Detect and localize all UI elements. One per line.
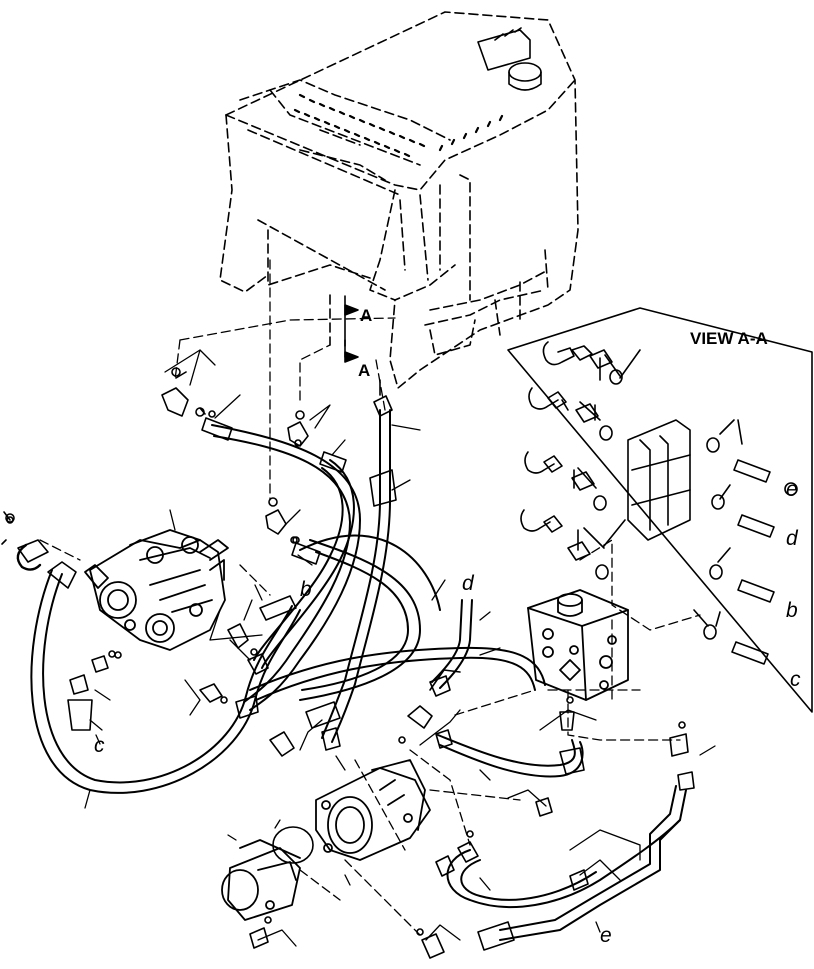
breather-cap bbox=[477, 27, 542, 91]
view-fittings-right bbox=[693, 419, 798, 665]
view-a-a-panel: VIEW A-A bbox=[507, 307, 813, 713]
callout-b-pump: b bbox=[300, 578, 312, 601]
callout-e-view: e bbox=[786, 478, 798, 501]
section-arrow-label-top: A bbox=[360, 306, 372, 325]
view-fittings-left bbox=[520, 341, 641, 580]
leader-lines bbox=[84, 349, 716, 947]
hydraulic-hoses bbox=[30, 409, 687, 941]
callout-b-view: b bbox=[786, 599, 798, 622]
section-arrows: A A bbox=[329, 294, 372, 380]
cab-outline bbox=[219, 11, 579, 389]
callout-c-view: c bbox=[790, 668, 801, 691]
view-title: VIEW A-A bbox=[690, 329, 768, 348]
callout-c-pump: c bbox=[94, 734, 105, 757]
fittings bbox=[5, 367, 695, 959]
cab-roof-hatch bbox=[293, 93, 504, 158]
drive-housing bbox=[315, 759, 431, 861]
callout-e-hose: e bbox=[600, 924, 612, 947]
main-hydraulic-pump bbox=[84, 529, 229, 651]
o-rings bbox=[1, 410, 686, 936]
section-arrow-label-bottom: A bbox=[358, 361, 370, 380]
callout-d-view: d bbox=[786, 527, 799, 550]
dashed-leader-lines bbox=[39, 259, 701, 936]
callout-d-hose: d bbox=[462, 572, 475, 595]
gear-pump bbox=[221, 839, 301, 921]
gasket-ring bbox=[272, 826, 314, 864]
control-valve-block bbox=[527, 589, 629, 701]
